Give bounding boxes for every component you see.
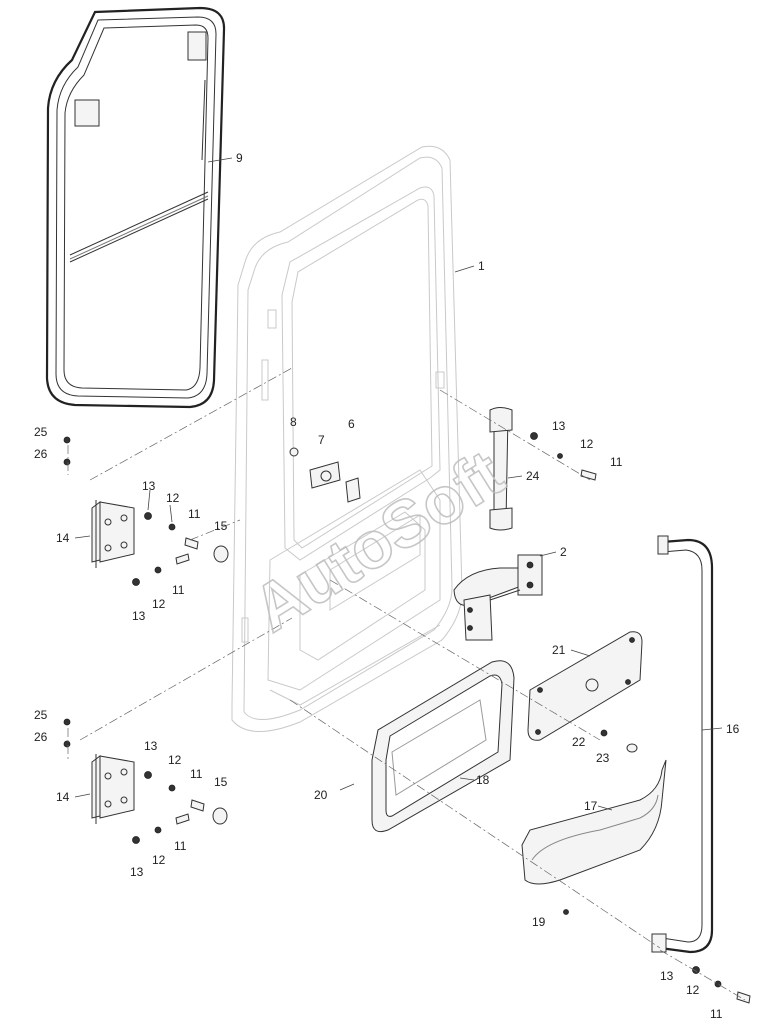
callout-2: 2 [560,545,567,559]
window-part-9 [45,6,226,409]
callout-15-upper: 15 [214,519,228,533]
callout-7: 7 [318,433,325,447]
callout-13-lower-a: 13 [144,739,158,753]
cover-plate-part-21 [527,631,643,741]
callout-13-handle: 13 [552,419,566,433]
callout-11-lower-b: 11 [174,839,187,853]
door-frame-part-1 [231,145,463,732]
callout-1: 1 [478,259,485,273]
callout-11-handle: 11 [610,455,623,469]
hinge-lower-part-14 [91,754,135,824]
hinge-upper-part-14 [91,500,135,568]
callout-20: 20 [314,788,328,802]
callout-9: 9 [236,151,243,165]
callout-14-lower: 14 [56,790,70,804]
callout-19: 19 [532,915,546,929]
callout-11-bar: 11 [710,1007,723,1021]
callout-12-bar: 12 [686,983,700,997]
trim-frame-part-18 [371,660,515,833]
callout-14-upper: 14 [56,531,70,545]
callout-15-lower: 15 [214,775,228,789]
callout-labels: 1 2 6 7 8 9 11 11 11 11 11 11 12 12 12 1… [34,151,740,1021]
leader-lines [74,157,723,811]
callout-24: 24 [526,469,540,483]
callout-13-upper-b: 13 [132,609,146,623]
striker-parts-6-7-8 [289,447,361,503]
callout-25-upper: 25 [34,425,48,439]
callout-12-upper-a: 12 [166,491,180,505]
callout-12-handle: 12 [580,437,594,451]
callout-23: 23 [596,751,610,765]
callout-17: 17 [584,799,598,813]
callout-13-bar: 13 [660,969,674,983]
callout-26-upper: 26 [34,447,48,461]
callout-12-lower-a: 12 [168,753,182,767]
callout-13-lower-b: 13 [130,865,144,879]
fasteners [63,432,751,1004]
callout-8: 8 [290,415,297,429]
latch-part-2 [453,554,543,641]
pocket-part-17 [521,759,667,885]
callout-6: 6 [348,417,355,431]
callout-18: 18 [476,773,490,787]
callout-16: 16 [726,722,740,736]
callout-11-upper-a: 11 [188,507,201,521]
callout-12-upper-b: 12 [152,597,166,611]
handle-bar-part-16 [651,535,714,954]
callout-26-lower: 26 [34,730,48,744]
callout-11-upper-b: 11 [172,583,185,597]
callout-25-lower: 25 [34,708,48,722]
grab-handle-part-24 [489,407,513,531]
callout-13-upper-a: 13 [142,479,156,493]
callout-12-lower-b: 12 [152,853,166,867]
callout-22: 22 [572,735,586,749]
callout-11-lower-a: 11 [190,767,203,781]
callout-21: 21 [552,643,566,657]
assembly-axes [67,367,746,1001]
